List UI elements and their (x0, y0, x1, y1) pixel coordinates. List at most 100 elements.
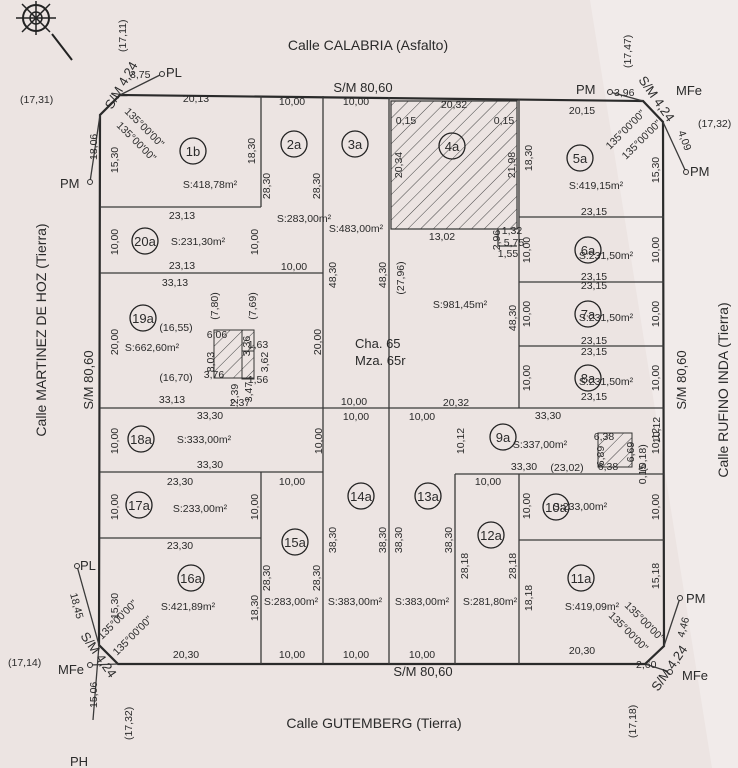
dimension-w6: 15,30 (109, 593, 121, 619)
dimension-r-23-15d: 23,15 (581, 391, 607, 403)
dimension-b4: 10,00 (409, 649, 435, 661)
dimension-e1: 15,30 (650, 157, 662, 183)
lot-circle (129, 304, 157, 332)
dimension-r-10c: 10,00 (521, 365, 533, 391)
sw-out-bottom: (17,32) (123, 707, 135, 740)
se-out-bottom: (17,18) (627, 705, 639, 738)
lot-number: 10a (545, 500, 567, 515)
dimension-r2-23-30b: 23,30 (167, 540, 193, 552)
lot-circle (477, 521, 505, 549)
lot-circle (542, 493, 570, 521)
dimension-r2-33-30a: 33,30 (197, 410, 223, 422)
lot-area: S:231,50m² (579, 376, 634, 388)
lot-4a: 4aS:981,45m² (433, 132, 488, 311)
lot-circle (566, 144, 594, 172)
dimension-m-18-30: 18,30 (249, 595, 261, 621)
dimension-m-10a: 10,00 (279, 476, 305, 488)
lot-circle (280, 130, 308, 158)
dimension-s-6-89: 6,89 (595, 446, 607, 467)
dimension-r-10a: 10,00 (521, 237, 533, 263)
dimension-c-4a-20-34: 20,34 (393, 152, 405, 178)
dimension-w4: 10,00 (109, 428, 121, 454)
dimension-r2-33-30b: 33,30 (197, 459, 223, 471)
dimension-r-10b: 10,00 (521, 301, 533, 327)
sw-pl: PL (80, 558, 96, 573)
dimension-p19-3-47: 3,47 (243, 382, 255, 403)
dimension-c-48-30a: 48,30 (327, 262, 339, 288)
dimension-e5: 10,12 (650, 428, 662, 454)
dimension-s-6-69: 6,69 (625, 442, 637, 463)
dimension-w5: 10,00 (109, 494, 121, 520)
dimension-m-10d: 10,00 (521, 493, 533, 519)
lot-circle (179, 137, 207, 165)
dimension-s-0-15: 0,15 (637, 464, 649, 485)
lot-number: 11a (571, 571, 592, 586)
dimension-l-28-30a: 28,30 (261, 173, 273, 199)
lot-number: 18a (130, 432, 152, 447)
lot-circle (574, 236, 602, 264)
hatched-building-9a (597, 432, 633, 468)
dimension-p19-7-80: (7,80) (209, 292, 221, 319)
lot-number: 12a (480, 528, 502, 543)
lot-area: S:483,00m² (329, 223, 384, 235)
lot-area: S:421,89m² (161, 601, 216, 613)
dimension-r-23-15f: 23,15 (581, 346, 607, 358)
dimension-c-48-30c: 48,30 (507, 305, 519, 331)
dimension-t4: 20,32 (441, 99, 467, 111)
dimension-c-4a-21-98: 21,98 (506, 152, 518, 178)
dimension-c-27-96: (27,96) (395, 261, 407, 294)
dimension-l-28-30b: 28,30 (311, 173, 323, 199)
lot-circle (281, 528, 309, 556)
dimension-c-48-30b: 48,30 (377, 262, 389, 288)
dimension-r-23-15a: 23,15 (581, 206, 607, 218)
dimension-r-23-15e: 23,15 (581, 280, 607, 292)
dimension-s-10-00: 10,00 (475, 476, 501, 488)
ne-out-top: (17,47) (622, 35, 634, 68)
lot-area: S:662,60m² (125, 342, 180, 354)
corner-survey-lines (76, 73, 687, 721)
ne-mfe: MFe (676, 83, 702, 98)
lot-1b: 1bS:418,78m² (179, 137, 238, 191)
dimension-r1-23-13a: 23,13 (169, 210, 195, 222)
lot-number: 8a (581, 371, 596, 386)
lot-circle (127, 425, 155, 453)
dimension-p19-3-76: 3,76 (204, 369, 225, 381)
dimension-m-38-30b: 38,30 (377, 527, 389, 553)
lot-circle (567, 564, 595, 592)
hatched-building-4a (390, 100, 518, 230)
dimension-c-1-55: 1,55 (498, 248, 519, 260)
dimension-t1: 20,13 (183, 93, 209, 105)
lot-area: S:419,09m² (565, 601, 620, 613)
dimension-e7: 15,18 (650, 563, 662, 589)
lot-number: 2a (287, 137, 302, 152)
lot-area: S:233,00m² (173, 503, 228, 515)
dimension-c-20-32: 20,32 (443, 397, 469, 409)
dimension-e4: 10,00 (650, 365, 662, 391)
sw-bottom-dim: 15,06 (88, 682, 100, 708)
dimension-e3: 10,00 (650, 301, 662, 327)
nw-out-left: (17,31) (20, 94, 53, 106)
lot-number: 4a (445, 139, 460, 154)
dimension-m-38-30c: 38,30 (393, 527, 405, 553)
lot-area: S:233,00m² (553, 501, 608, 513)
lot-area: S:231,50m² (579, 250, 634, 262)
dimension-s-10-12: 10,12 (455, 428, 467, 454)
dimension-m-10e: 10,00 (249, 494, 261, 520)
lot-area: S:337,00m² (513, 439, 568, 451)
dimension-c-20-00: 20,00 (312, 329, 324, 355)
lot-circle (574, 300, 602, 328)
dimension-r-23-15b: 23,15 (581, 271, 607, 283)
lot-5a: 5aS:419,15m² (566, 144, 624, 192)
dimension-t3: 10,00 (343, 96, 369, 108)
se-pm: PM (686, 591, 706, 606)
lot-number: 16a (180, 571, 202, 586)
lot-number: 6a (581, 243, 596, 258)
dimension-r2-10a: 10,00 (249, 229, 261, 255)
dimension-p19-2-37: 2,37 (230, 397, 251, 409)
ne-top-dim: 3,96 (614, 87, 635, 99)
dimension-b2: 10,00 (279, 649, 305, 661)
